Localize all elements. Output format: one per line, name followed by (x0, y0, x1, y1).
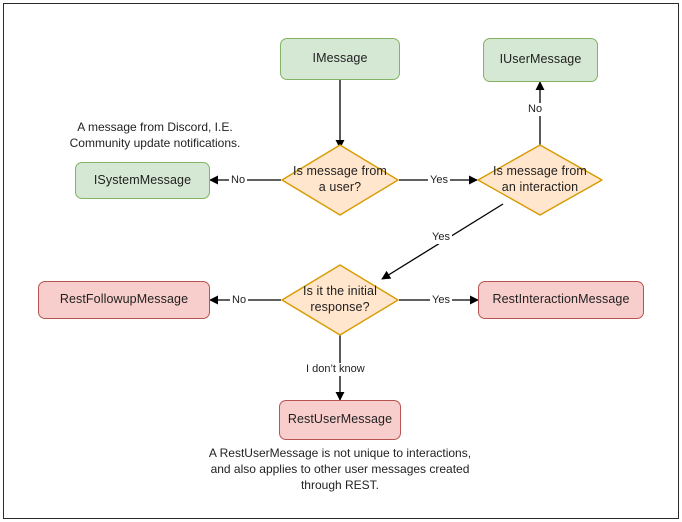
annotation-rest-user-message-note: A RestUserMessage is not unique to inter… (208, 446, 472, 493)
node-restinteractionmessage[interactable]: RestInteractionMessage (478, 281, 644, 319)
node-is-message-from-interaction[interactable]: Is message from an interaction (477, 144, 603, 216)
edge-label-initial-yes: Yes (430, 294, 452, 307)
edge-label-initial-unknown: I don’t know (304, 363, 367, 376)
node-is-initial-response[interactable]: Is it the initial response? (281, 264, 399, 336)
node-is-message-from-user[interactable]: Is message from a user? (281, 144, 399, 216)
node-isystemmessage[interactable]: ISystemMessage (75, 162, 210, 199)
diamond-shape-user (281, 144, 399, 216)
diamond-shape-initial-response (281, 264, 399, 336)
edge-label-initial-no: No (230, 294, 249, 307)
node-iusermessage[interactable]: IUserMessage (483, 38, 598, 82)
edge-label-interaction-no: No (526, 103, 545, 116)
node-restusermessage-label: RestUserMessage (287, 412, 393, 427)
node-is-message-from-interaction-label: Is message from an interaction (493, 164, 587, 194)
node-is-initial-response-label: Is it the initial response? (303, 284, 377, 314)
node-isystemmessage-label: ISystemMessage (93, 172, 192, 187)
node-restfollowupmessage[interactable]: RestFollowupMessage (38, 281, 210, 319)
node-restinteractionmessage-label: RestInteractionMessage (492, 292, 630, 307)
node-imessage[interactable]: IMessage (280, 38, 400, 80)
node-imessage-label: IMessage (312, 51, 368, 66)
node-restusermessage[interactable]: RestUserMessage (279, 400, 401, 440)
node-is-message-from-user-label: Is message from a user? (293, 164, 387, 194)
edge-label-user-no: No (229, 174, 248, 187)
diamond-shape-interaction (477, 144, 603, 216)
node-restfollowupmessage-label: RestFollowupMessage (59, 292, 189, 307)
annotation-system-message-note: A message from Discord, I.E. Community u… (69, 120, 241, 151)
edge-label-user-yes: Yes (428, 174, 450, 187)
edge-label-interaction-yes: Yes (430, 231, 452, 244)
node-iusermessage-label: IUserMessage (499, 52, 582, 67)
